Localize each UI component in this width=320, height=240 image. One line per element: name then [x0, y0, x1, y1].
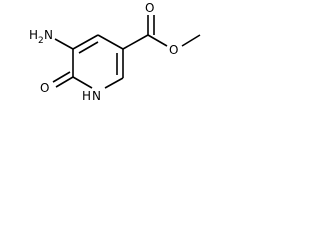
- bond-c4-c3: [97, 34, 124, 50]
- bond-c6-oxo-2: [52, 71, 71, 83]
- ring-h-label: H: [82, 89, 91, 103]
- bond-c5-amino: [54, 38, 74, 50]
- bond-c6-oxo-1: [55, 76, 74, 88]
- bond-n1-c6: [72, 76, 93, 89]
- amino-h-label: H: [29, 28, 38, 42]
- bond-oether-methyl: [181, 34, 201, 47]
- ketone-oxygen-label: O: [40, 81, 49, 95]
- atom-labels: H 2 N O H N O O: [29, 1, 178, 103]
- ring-bonds: [72, 34, 124, 89]
- ring-n-label: N: [92, 89, 101, 103]
- bond-c5-c4-double: [78, 41, 99, 54]
- substituent-bonds: [52, 15, 201, 88]
- amino-n-label: N: [44, 28, 53, 42]
- bond-c5-c4: [72, 34, 99, 50]
- ester-carbonyl-oxygen-label: O: [145, 1, 154, 15]
- chemical-structure: H 2 N O H N O O: [29, 1, 201, 103]
- bond-c3-ester-c: [122, 34, 149, 50]
- bond-ester-c-oether: [147, 34, 168, 47]
- amino-subscript-label: 2: [38, 36, 44, 46]
- ester-ether-oxygen-label: O: [169, 43, 178, 57]
- bond-c2-n1: [104, 77, 124, 89]
